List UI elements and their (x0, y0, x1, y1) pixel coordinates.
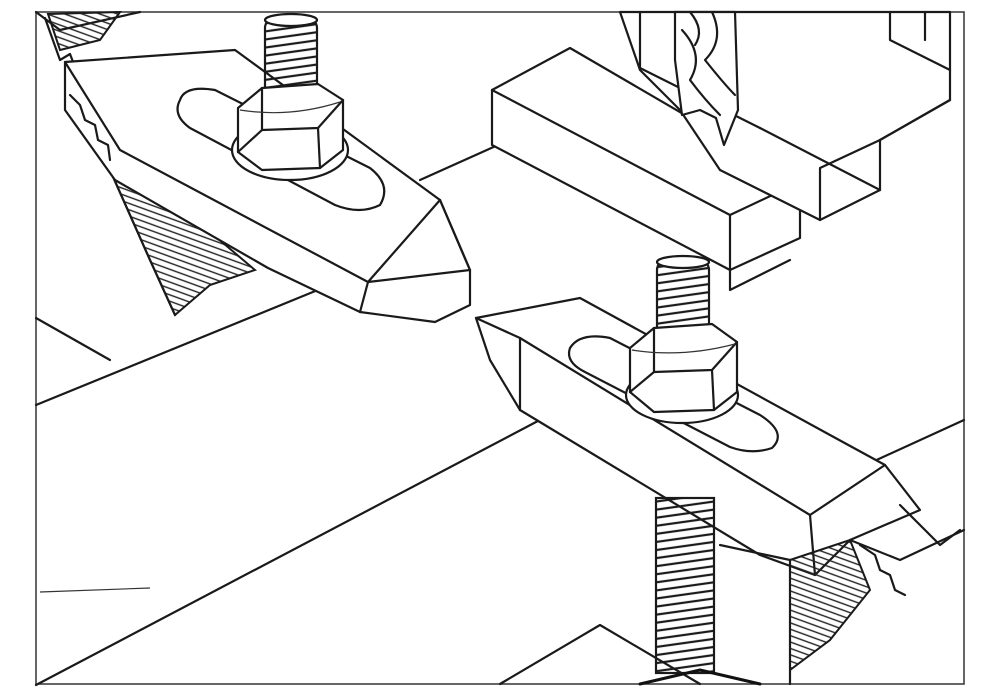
drill-bit (673, 10, 740, 147)
nut-right (624, 322, 740, 425)
clamp-left (63, 48, 472, 324)
stud-lower (638, 496, 762, 686)
nut-left (230, 82, 350, 182)
step-block-lower-right (718, 528, 966, 686)
